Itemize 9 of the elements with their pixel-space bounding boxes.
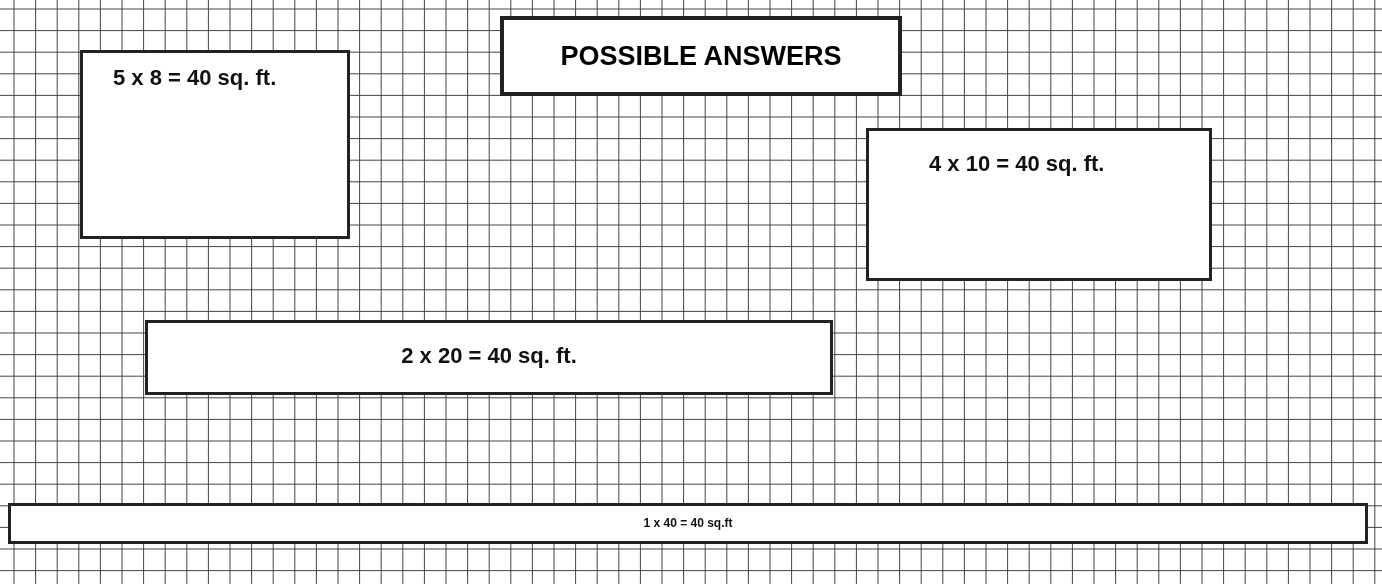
rectangle	[866, 128, 1212, 281]
area-label: 1 x 40 = 40 sq.ft	[643, 516, 733, 530]
area-label: 5 x 8 = 40 sq. ft.	[113, 65, 277, 91]
area-label: 4 x 10 = 40 sq. ft.	[929, 151, 1105, 177]
rectangle	[145, 320, 833, 395]
title: POSSIBLE ANSWERS	[500, 16, 902, 96]
rectangle	[8, 503, 1368, 544]
area-label: 2 x 20 = 40 sq. ft.	[401, 343, 577, 369]
rectangle	[80, 50, 350, 239]
